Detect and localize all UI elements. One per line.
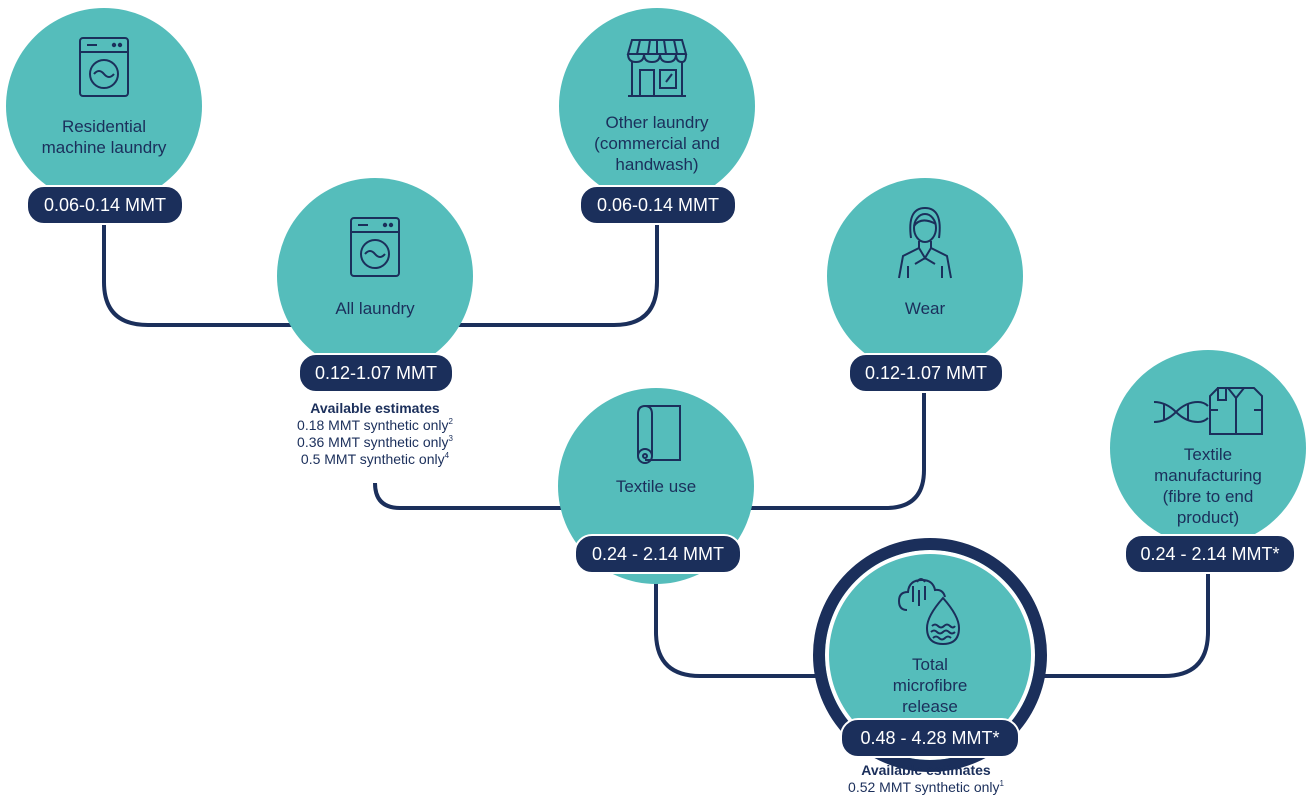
estimate-item: 0.36 MMT synthetic only3 [297, 434, 453, 450]
node-label: All laundry [335, 299, 415, 318]
value-pill-residential: 0.06-0.14 MMT [26, 185, 184, 225]
value-pill-textile-manufacturing: 0.24 - 2.14 MMT* [1124, 534, 1296, 574]
cloud-droplet-icon [897, 572, 963, 648]
node-label: Total microfibre release [892, 655, 968, 716]
value-pill-all-laundry: 0.12-1.07 MMT [298, 353, 454, 393]
estimate-item: 0.5 MMT synthetic only4 [300, 451, 450, 467]
fabric-roll-icon [628, 404, 684, 466]
node-all-laundry: All laundry [277, 178, 473, 374]
available-estimates-total: Available estimates 0.52 MMT synthetic o… [826, 762, 1026, 796]
value-pill-total: 0.48 - 4.28 MMT* [840, 718, 1020, 758]
estimates-heading: Available estimates [310, 400, 440, 416]
node-other-laundry: Other laundry (commercial and handwash) [559, 8, 755, 204]
connector-wear-to-textile-use [734, 393, 926, 510]
value-pill-wear: 0.12-1.07 MMT [848, 353, 1004, 393]
node-label: Other laundry (commercial and handwash) [594, 113, 720, 174]
connector-all-laundry-to-textile-use [373, 482, 580, 510]
person-icon [895, 204, 955, 280]
node-label: Wear [904, 299, 946, 318]
washing-machine-icon [78, 36, 130, 98]
washing-machine-icon [349, 216, 401, 278]
estimate-item: 0.52 MMT synthetic only1 [848, 779, 1004, 795]
connector-residential-to-all-laundry [102, 220, 300, 327]
node-residential-laundry: Residential machine laundry [6, 8, 202, 204]
value-pill-other-laundry: 0.06-0.14 MMT [579, 185, 737, 225]
node-wear: Wear [827, 178, 1023, 374]
node-label: Textile use [615, 477, 697, 496]
connector-textile-use-to-total [654, 570, 822, 678]
connector-other-to-all-laundry [447, 220, 659, 327]
estimates-heading: Available estimates [861, 762, 991, 778]
node-label: Residential machine laundry [41, 117, 167, 157]
node-textile-manufacturing: Textile manufacturing (fibre to end prod… [1110, 350, 1306, 546]
shopfront-icon [626, 36, 688, 98]
estimate-item: 0.18 MMT synthetic only2 [297, 417, 453, 433]
connector-manufacturing-to-total [1038, 570, 1210, 678]
fibre-shirt-icon [1152, 384, 1264, 436]
value-pill-textile-use: 0.24 - 2.14 MMT [574, 534, 742, 574]
available-estimates-laundry: Available estimates 0.18 MMT synthetic o… [275, 400, 475, 468]
node-label: Textile manufacturing (fibre to end prod… [1154, 445, 1262, 527]
